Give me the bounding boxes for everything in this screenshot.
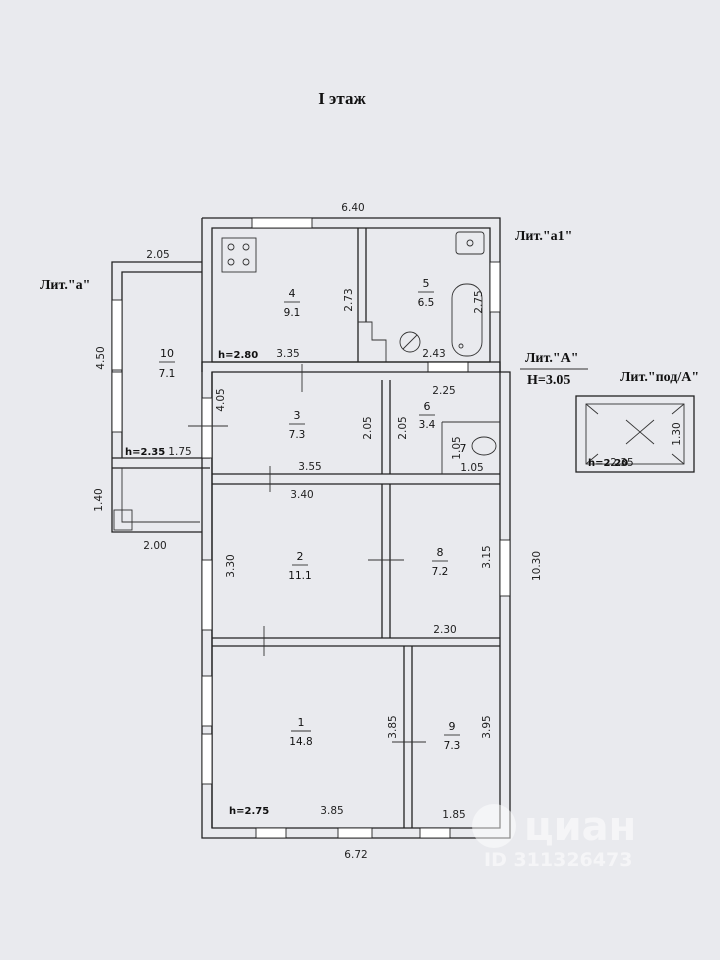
room-10-area: 7.1 [159, 368, 176, 380]
dimension-labels: 6.40 2.05 4.50 1.40 2.00 1.75 3.35 2.73 … [93, 202, 683, 861]
dim-r3-width: 3.55 [298, 461, 321, 473]
dim-r7-height: 1.05 [451, 436, 463, 459]
floor-title: I этаж [318, 89, 366, 108]
dim-a-lower-side: 1.40 [93, 488, 105, 511]
room-4-number: 4 [289, 287, 296, 300]
dim-r5-width: 2.43 [422, 348, 445, 360]
sink-icon [455, 231, 485, 255]
height-a1: h=2.80 [218, 350, 258, 361]
room-8-number: 8 [437, 546, 444, 559]
room-5-area: 6.5 [418, 297, 435, 309]
dim-left-4-05: 4.05 [215, 388, 227, 411]
dim-r3-height: 2.05 [362, 416, 374, 439]
room-1-area: 14.8 [289, 736, 312, 748]
dim-pod-height: 1.30 [671, 422, 683, 445]
room-6-area: 3.4 [419, 419, 436, 431]
dim-pod-width: 2.35 [610, 457, 633, 469]
dim-r4-width: 3.35 [276, 348, 299, 360]
room-7-number: 7 [460, 442, 467, 455]
room-4-area: 9.1 [284, 307, 301, 319]
height-A: h=2.75 [229, 806, 269, 817]
dim-top-a1: 6.40 [341, 202, 364, 214]
dim-r4-height: 2.73 [343, 288, 355, 311]
watermark-brand: циан [524, 804, 636, 850]
block-a [111, 261, 210, 533]
boiler-icon [399, 331, 421, 353]
dim-r2-height: 3.30 [225, 554, 237, 577]
room-3-area: 7.3 [289, 429, 306, 441]
room-5-number: 5 [423, 277, 430, 290]
watermark-id: ID 311326473 [484, 849, 632, 871]
lit-a1-label: Лит."а1" [515, 229, 572, 244]
lit-A-height: H=3.05 [527, 373, 570, 388]
room-9-number: 9 [449, 720, 456, 733]
stove-icon [221, 237, 257, 273]
toilet-icon [471, 436, 497, 456]
block-a1 [201, 217, 501, 373]
watermark: циан ID 311326473 [472, 804, 636, 871]
block-pod-A [575, 395, 695, 473]
lit-A-label: Лит."А" [525, 351, 578, 366]
dim-right-total: 10.30 [531, 551, 543, 581]
dim-r7-width: 1.05 [460, 462, 483, 474]
room-8-area: 7.2 [432, 566, 449, 578]
room-labels: 4 9.1 5 6.5 10 7.1 3 7.3 6 3.4 7 2 11.1 … [159, 277, 467, 752]
dim-r9-height: 3.95 [481, 715, 493, 738]
dim-r6-height: 2.05 [397, 416, 409, 439]
height-a: h=2.35 [125, 447, 165, 458]
room-9-area: 7.3 [444, 740, 461, 752]
room-2-number: 2 [297, 550, 304, 563]
dim-r2-width: 3.40 [290, 489, 313, 501]
ceiling-heights: h=2.80 h=2.35 h=2.75 h=2.20 [125, 350, 628, 817]
dim-r9-width: 1.85 [442, 809, 465, 821]
dim-bottom-total: 6.72 [344, 849, 367, 861]
dim-a-bottom: 2.00 [143, 540, 166, 552]
dim-r1-width: 3.85 [320, 805, 343, 817]
block-A [188, 361, 511, 839]
room-2-area: 11.1 [288, 570, 311, 582]
dim-r10-inner: 1.75 [168, 446, 191, 458]
lit-a-label: Лит."а" [40, 278, 90, 293]
dim-r6-width: 2.25 [432, 385, 455, 397]
cian-logo-icon [472, 804, 516, 848]
dim-top-a: 2.05 [146, 249, 169, 261]
room-3-number: 3 [294, 409, 301, 422]
dim-a-side: 4.50 [95, 346, 107, 369]
dim-r5-height: 2.75 [473, 290, 485, 313]
height-pod: h=2.20 [588, 458, 628, 469]
room-10-number: 10 [160, 347, 174, 360]
dim-r8-height: 3.15 [481, 545, 493, 568]
dim-r1-height: 3.85 [387, 715, 399, 738]
bathtub-icon [451, 283, 483, 357]
dim-r8-width: 2.30 [433, 624, 456, 636]
room-1-number: 1 [298, 716, 305, 729]
lit-pod-A-label: Лит."под/А" [620, 370, 699, 385]
room-6-number: 6 [424, 400, 431, 413]
